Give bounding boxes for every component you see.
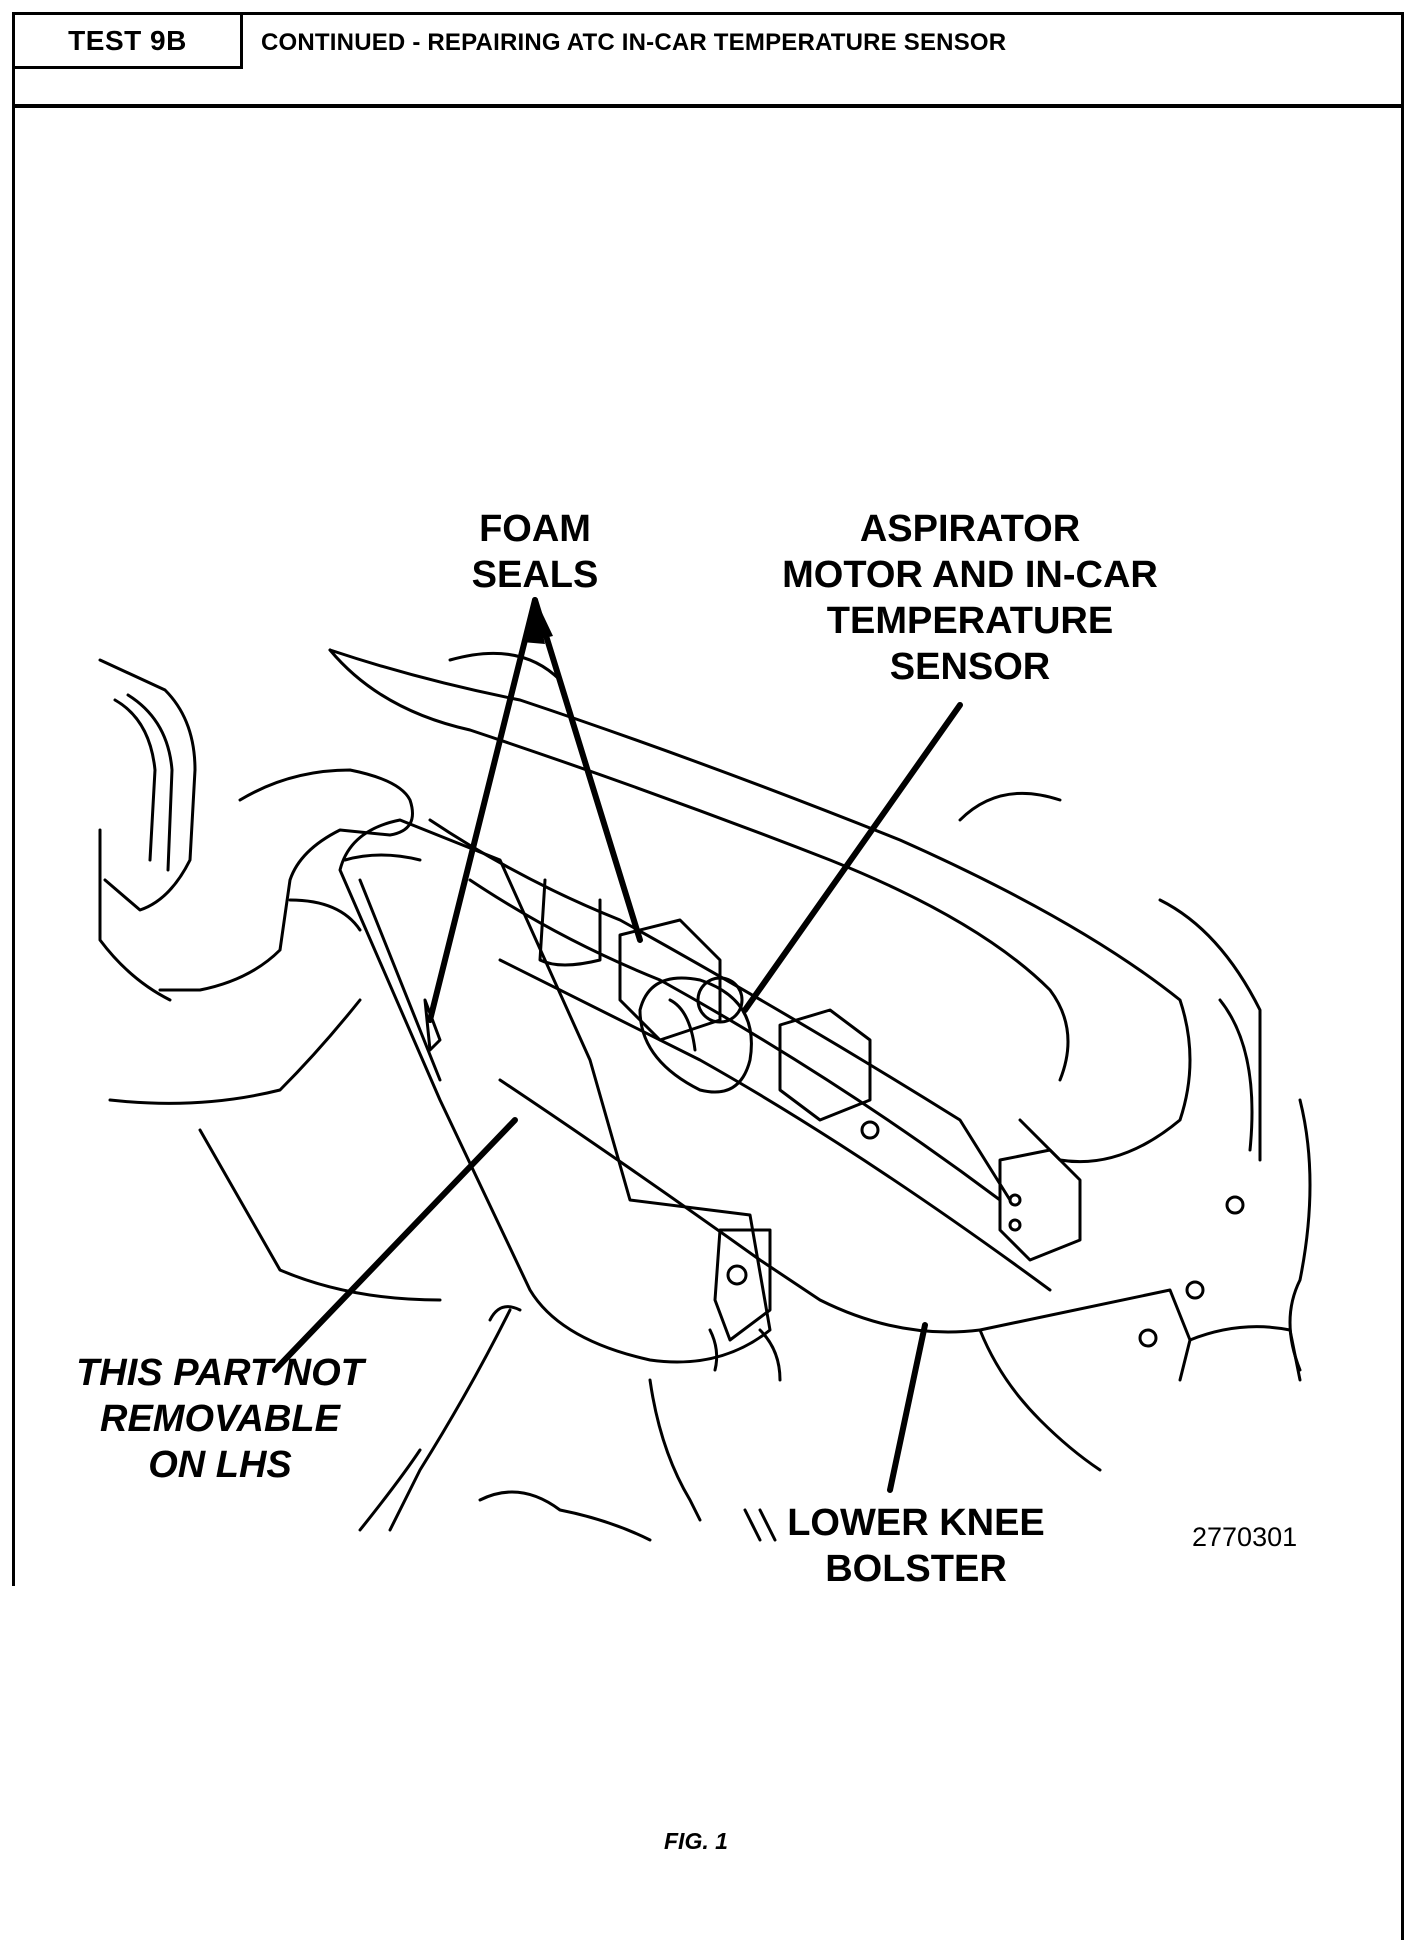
panel-clip-screw bbox=[726, 1264, 748, 1286]
bolt-hole bbox=[1008, 1193, 1022, 1207]
lower-hand bbox=[388, 1308, 512, 1532]
right-border bbox=[1401, 106, 1404, 1940]
upper-dash-pad bbox=[328, 648, 1192, 1164]
callout-line: SEALS bbox=[471, 554, 599, 596]
callout-line: ON LHS bbox=[148, 1444, 292, 1486]
seal-block-left bbox=[618, 918, 722, 1042]
pad-detail bbox=[448, 651, 562, 682]
fingernail bbox=[708, 1328, 719, 1372]
callout-aspirator: ASPIRATOR MOTOR AND IN-CAR TEMPERATURE S… bbox=[760, 506, 1180, 690]
fastener bbox=[860, 1120, 880, 1140]
knuckle bbox=[488, 1305, 522, 1322]
forearm-line bbox=[108, 998, 362, 1105]
fingernail bbox=[758, 1328, 782, 1382]
leader-knee-bolster bbox=[887, 1322, 928, 1493]
leader-aspirator bbox=[742, 702, 963, 1013]
left-dash-edge bbox=[98, 828, 172, 1002]
left-vent-outline bbox=[98, 658, 197, 912]
callout-line: MOTOR AND IN-CAR bbox=[782, 554, 1158, 596]
lower-dash-line bbox=[498, 958, 1052, 1292]
lower-hand bbox=[478, 1490, 652, 1542]
trim-panel-edge bbox=[358, 878, 442, 1082]
right-dash-curve bbox=[1288, 1098, 1312, 1372]
lower-dash-line bbox=[428, 818, 1012, 1202]
seal-block-right bbox=[778, 1008, 872, 1122]
left-vent-louver bbox=[126, 693, 174, 872]
callout-line: FOAM bbox=[479, 508, 591, 550]
pad-detail bbox=[958, 791, 1062, 822]
mounting-bracket bbox=[998, 1148, 1082, 1262]
page-header: TEST 9B CONTINUED - REPAIRING ATC IN-CAR… bbox=[12, 12, 1404, 108]
leader-not-removable bbox=[272, 1117, 518, 1373]
knee-bolster-edge bbox=[498, 1078, 1192, 1382]
callout-foam-seals: FOAM SEALS bbox=[440, 506, 630, 598]
upper-hand bbox=[158, 768, 414, 992]
leader-foam-seals-right bbox=[532, 597, 643, 943]
trim-panel bbox=[338, 818, 772, 1364]
hatch-line bbox=[743, 1508, 762, 1542]
lower-dash-line bbox=[468, 878, 1002, 1202]
panel-clip bbox=[713, 1228, 772, 1342]
bracket bbox=[538, 878, 602, 967]
aspirator-slot bbox=[668, 998, 697, 1052]
callout-knee-bolster: LOWER KNEE BOLSTER bbox=[766, 1500, 1066, 1592]
fastener bbox=[1225, 1195, 1245, 1215]
leader-foam-seals-left bbox=[427, 597, 538, 1023]
lower-hand bbox=[648, 1378, 702, 1522]
hatch-line bbox=[758, 1508, 777, 1542]
callout-line: TEMPERATURE bbox=[826, 600, 1114, 642]
right-dash-edge bbox=[1218, 998, 1254, 1152]
right-dash-edge bbox=[1158, 898, 1262, 1162]
callout-not-removable: THIS PART NOT REMOVABLE ON LHS bbox=[50, 1350, 390, 1488]
test-id: TEST 9B bbox=[15, 15, 243, 69]
forearm-line bbox=[198, 1128, 442, 1302]
finger-line bbox=[288, 898, 362, 932]
trim-panel-edge bbox=[343, 853, 422, 862]
page-title: CONTINUED - REPAIRING ATC IN-CAR TEMPERA… bbox=[261, 29, 1007, 56]
fastener bbox=[1138, 1328, 1158, 1348]
arrowhead bbox=[528, 598, 553, 642]
callout-line: LOWER KNEE bbox=[787, 1502, 1045, 1544]
lower-hand bbox=[358, 1448, 422, 1532]
callout-line: ASPIRATOR bbox=[859, 508, 1081, 550]
aspirator-motor-hub bbox=[696, 976, 744, 1024]
figure-number: 2770301 bbox=[1192, 1522, 1298, 1552]
aspirator-motor bbox=[638, 976, 753, 1094]
bolt-hole bbox=[1008, 1218, 1022, 1232]
left-border bbox=[12, 106, 15, 1586]
knee-bolster-edge bbox=[1188, 1325, 1302, 1382]
knee-bolster-edge bbox=[978, 1328, 1102, 1472]
fastener bbox=[1185, 1280, 1205, 1300]
callout-line: SENSOR bbox=[889, 646, 1051, 688]
upper-dash-pad-inner bbox=[328, 648, 1070, 1082]
left-vent-louver bbox=[113, 698, 157, 862]
figure-caption: FIG. 1 bbox=[664, 1828, 728, 1854]
callout-line: THIS PART NOT bbox=[76, 1352, 364, 1394]
callout-line: REMOVABLE bbox=[100, 1398, 340, 1440]
callout-line: BOLSTER bbox=[825, 1548, 1007, 1590]
